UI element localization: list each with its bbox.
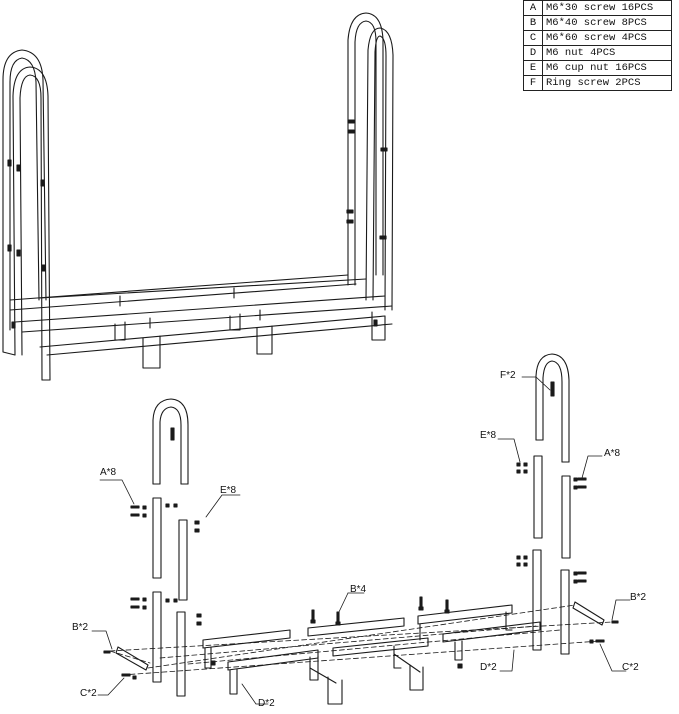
part-description: M6 nut 4PCS [542, 45, 672, 61]
part-description: M6*40 screw 8PCS [542, 15, 672, 31]
callout-b-left: B*2 [72, 622, 89, 633]
alignment-lines [109, 604, 613, 676]
callout-e-right: E*8 [480, 430, 497, 441]
part-description: M6 cup nut 16PCS [542, 60, 672, 76]
leader-lines [91, 376, 631, 705]
callout-a-left: A*8 [100, 467, 117, 478]
callout-d-right: D*2 [480, 662, 497, 673]
part-key: B [523, 15, 543, 31]
part-key: D [523, 45, 543, 61]
callout-f-right: F*2 [500, 370, 516, 381]
right-upright-exploded [516, 353, 619, 655]
part-key: F [523, 75, 543, 91]
part-description: Ring screw 2PCS [542, 75, 672, 91]
left-upright-exploded [103, 398, 202, 697]
callout-c-right: C*2 [622, 662, 639, 673]
callout-d-left: D*2 [258, 698, 275, 709]
part-key: C [523, 30, 543, 46]
callout-e-left: E*8 [220, 485, 237, 496]
part-key: E [523, 60, 543, 76]
callout-a-right: A*8 [604, 448, 621, 459]
part-key: A [523, 0, 543, 16]
callout-c-left: C*2 [80, 688, 97, 699]
base-rails-exploded [202, 596, 541, 705]
callout-b-middle: B*4 [350, 584, 367, 595]
callout-b-right: B*2 [630, 592, 647, 603]
assembled-rack [2, 12, 394, 381]
part-description: M6*30 screw 16PCS [542, 0, 672, 16]
part-description: M6*60 screw 4PCS [542, 30, 672, 46]
